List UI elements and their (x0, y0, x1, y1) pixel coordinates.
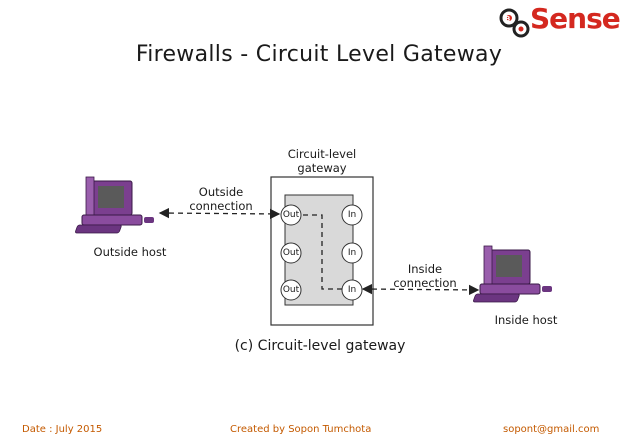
inside-connection-line2: connection (393, 276, 457, 290)
port-in-label: In (347, 210, 357, 220)
inside-connection-arrow (361, 283, 480, 296)
computer-icon (75, 176, 154, 234)
outside-host-label: Outside host (93, 245, 167, 259)
footer-author: Created by Sopon Tumchota (230, 424, 372, 435)
logo: B I (498, 4, 638, 42)
outside-connection-line1: Outside (198, 185, 244, 199)
internal-connection-path (303, 214, 342, 290)
inside-connection-line1: Inside (407, 262, 443, 276)
port-in-3 (341, 279, 363, 301)
logo-text: Sense (530, 2, 621, 35)
port-out-label: Out (282, 210, 300, 220)
port-out-label: Out (282, 285, 300, 295)
port-in-2 (341, 242, 363, 264)
gears-icon (499, 8, 530, 38)
port-out-label: Out (282, 248, 300, 258)
gateway-label: Circuit-level gateway (272, 147, 372, 175)
port-in-1 (341, 204, 363, 226)
computer-icon (473, 245, 552, 303)
gateway-label-line2: gateway (297, 161, 347, 175)
slide-title: Firewalls - Circuit Level Gateway (135, 42, 503, 67)
outside-connection-arrow (158, 207, 281, 220)
logo-badge: B I (505, 15, 534, 23)
port-out-2 (280, 242, 302, 264)
footer-email: sopont@gmail.com (503, 424, 600, 435)
outside-connection-line2: connection (189, 199, 253, 213)
port-in-label: In (347, 285, 357, 295)
port-out-1 (280, 204, 302, 226)
outside-connection-label: Outside connection (176, 185, 266, 213)
gateway-label-line1: Circuit-level (287, 147, 357, 161)
inside-host-label: Inside host (494, 313, 558, 327)
diagram-caption: (c) Circuit-level gateway (234, 338, 406, 354)
footer-date: Date : July 2015 (22, 424, 103, 435)
port-out-3 (280, 279, 302, 301)
inside-connection-label: Inside connection (380, 262, 470, 290)
port-in-label: In (347, 248, 357, 258)
